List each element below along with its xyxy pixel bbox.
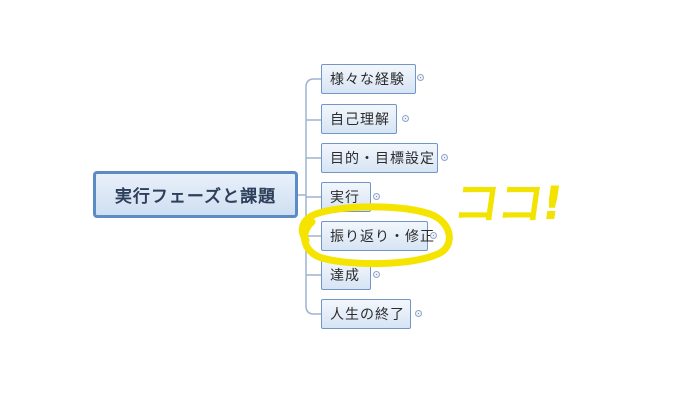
branch-topic-self-understanding[interactable]: 自己理解	[321, 104, 397, 134]
expand-icon[interactable]	[441, 154, 448, 161]
expand-icon[interactable]	[373, 271, 380, 278]
branch-topic-review[interactable]: 振り返り・修正	[321, 221, 434, 251]
branch-topic-label: 達成	[330, 268, 360, 284]
branch-topic-experiences[interactable]: 様々な経験	[321, 64, 416, 94]
root-topic-label: 実行フェーズと課題	[114, 187, 277, 207]
annotation-text: ココ!	[450, 176, 565, 230]
expand-icon[interactable]	[430, 232, 437, 239]
expand-icon[interactable]	[415, 310, 422, 317]
expand-icon[interactable]	[417, 74, 424, 81]
branch-topic-label: 人生の終了	[330, 307, 405, 323]
root-topic[interactable]: 実行フェーズと課題	[93, 171, 298, 218]
branch-topic-label: 実行	[330, 190, 360, 206]
branch-topic-end-of-life[interactable]: 人生の終了	[321, 299, 411, 329]
branch-topic-label: 様々な経験	[330, 72, 405, 88]
branch-topic-label: 自己理解	[330, 112, 390, 128]
branch-topic-goal-setting[interactable]: 目的・目標設定	[321, 143, 438, 173]
branch-topic-achievement[interactable]: 達成	[321, 260, 371, 290]
branch-topic-label: 目的・目標設定	[330, 151, 435, 167]
branch-topic-execution[interactable]: 実行	[321, 182, 371, 212]
expand-icon[interactable]	[373, 193, 380, 200]
expand-icon[interactable]	[402, 115, 409, 122]
branch-topic-label: 振り返り・修正	[330, 229, 435, 245]
